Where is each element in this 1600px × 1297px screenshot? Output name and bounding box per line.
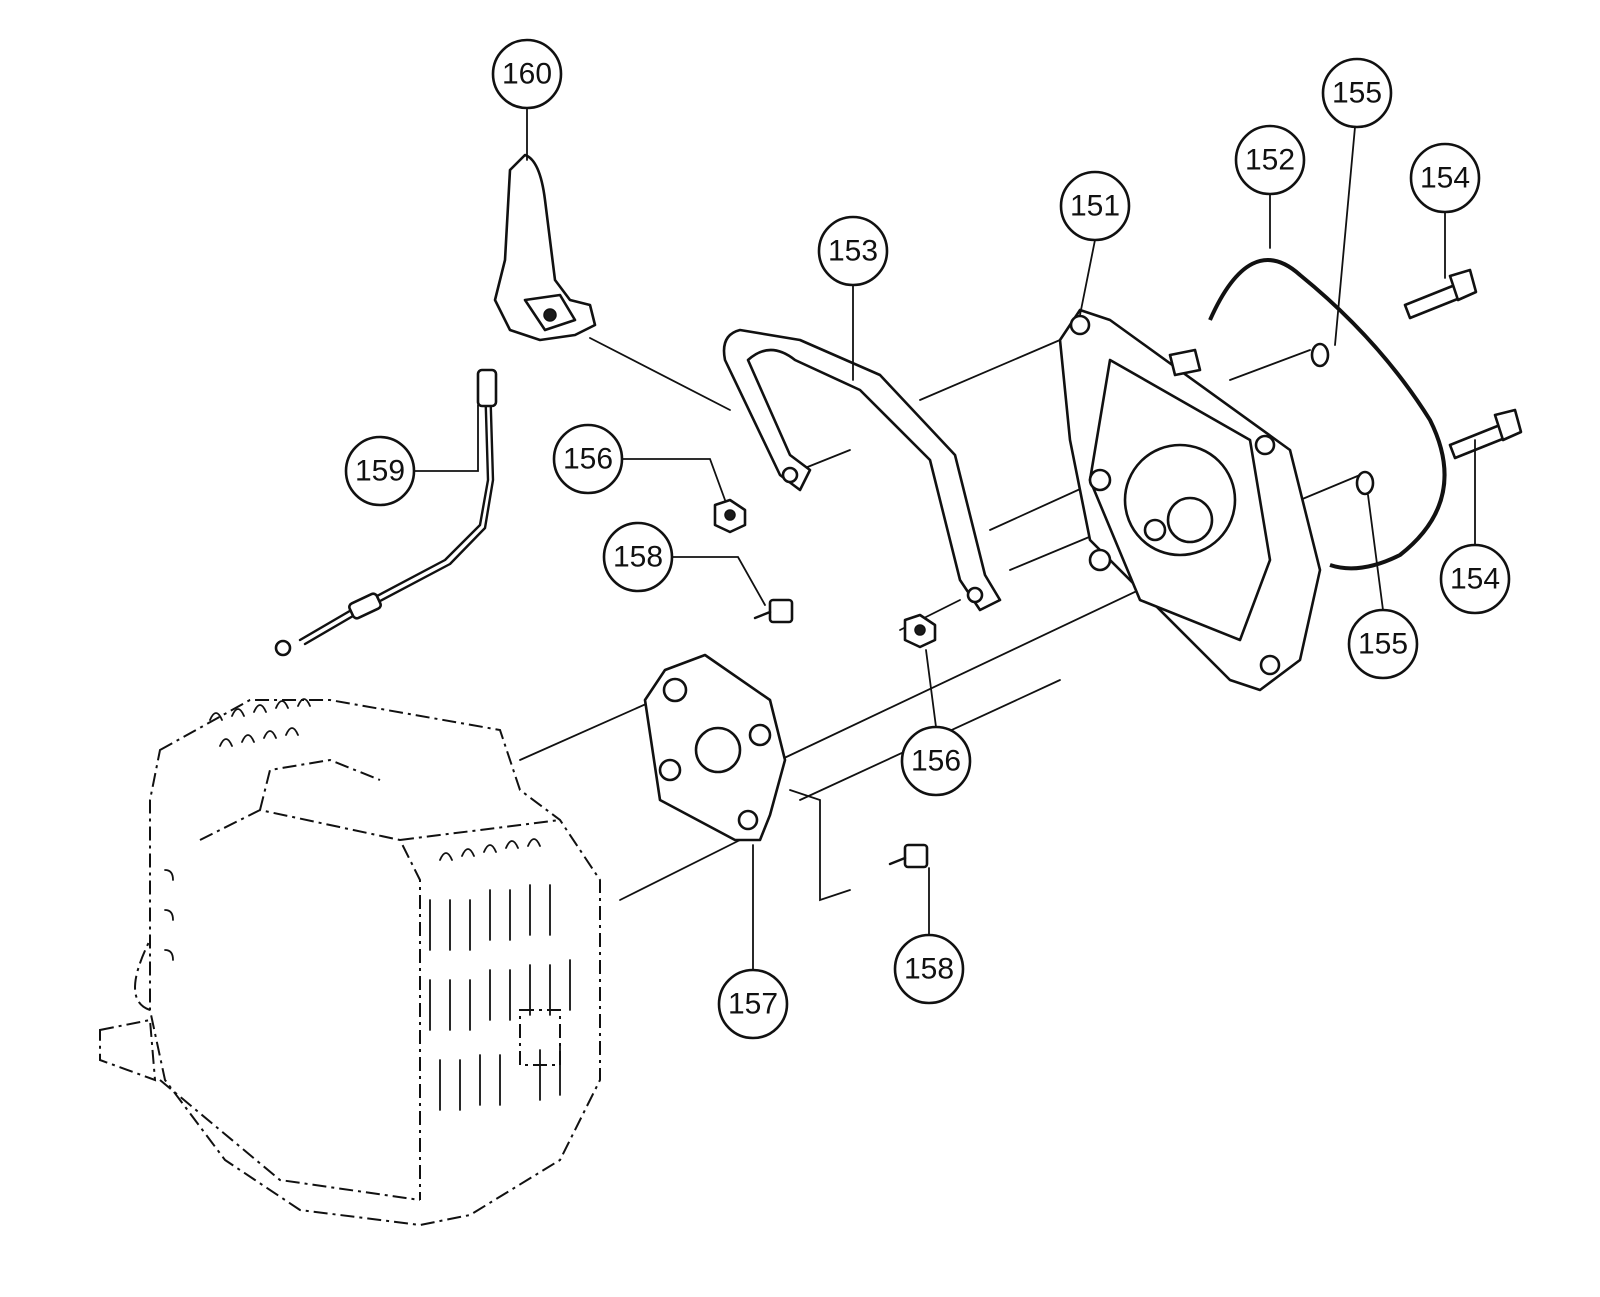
callout-154-lower: 154 (1439, 543, 1511, 615)
callout-152: 152 (1234, 124, 1306, 196)
callout-159: 159 (344, 435, 416, 507)
flange-nut-upper (713, 498, 747, 534)
screw-lower (1448, 408, 1523, 460)
svg-text:160: 160 (502, 58, 552, 91)
callout-153: 153 (817, 215, 889, 287)
washer-upper (1310, 342, 1330, 368)
svg-text:156: 156 (911, 745, 961, 778)
engine-assembly (99, 698, 601, 1227)
svg-text:157: 157 (728, 988, 778, 1021)
clutch-housing (1058, 308, 1322, 692)
callout-151: 151 (1059, 170, 1131, 242)
svg-text:152: 152 (1245, 144, 1295, 177)
callout-156-upper: 156 (552, 423, 624, 495)
bolt-upper (753, 598, 794, 624)
callout-160: 160 (491, 38, 563, 110)
throttle-cable (274, 368, 498, 657)
callout-158-lower: 158 (893, 933, 965, 1005)
washer-lower (1355, 470, 1375, 496)
svg-text:156: 156 (563, 443, 613, 476)
svg-text:155: 155 (1358, 628, 1408, 661)
svg-text:159: 159 (355, 455, 405, 488)
callout-158-upper: 158 (602, 521, 674, 593)
callout-156-lower: 156 (900, 725, 972, 797)
bolt-lower (888, 843, 929, 869)
callout-leaders (414, 106, 1476, 971)
svg-text:153: 153 (828, 235, 878, 268)
gasket (1208, 258, 1447, 571)
svg-text:151: 151 (1070, 190, 1120, 223)
svg-text:158: 158 (613, 541, 663, 574)
callout-157: 157 (717, 968, 789, 1040)
callout-154-upper: 154 (1409, 142, 1481, 214)
callout-155-upper: 155 (1321, 57, 1393, 129)
flange-nut-lower (903, 613, 937, 649)
throttle-lever (493, 153, 597, 342)
loop-handle (722, 328, 1002, 612)
svg-text:154: 154 (1450, 563, 1500, 596)
mounting-bracket (643, 653, 787, 842)
screw-upper (1403, 268, 1478, 320)
svg-text:158: 158 (904, 953, 954, 986)
svg-text:154: 154 (1420, 162, 1470, 195)
svg-text:155: 155 (1332, 77, 1382, 110)
callout-155-lower: 155 (1347, 608, 1419, 680)
